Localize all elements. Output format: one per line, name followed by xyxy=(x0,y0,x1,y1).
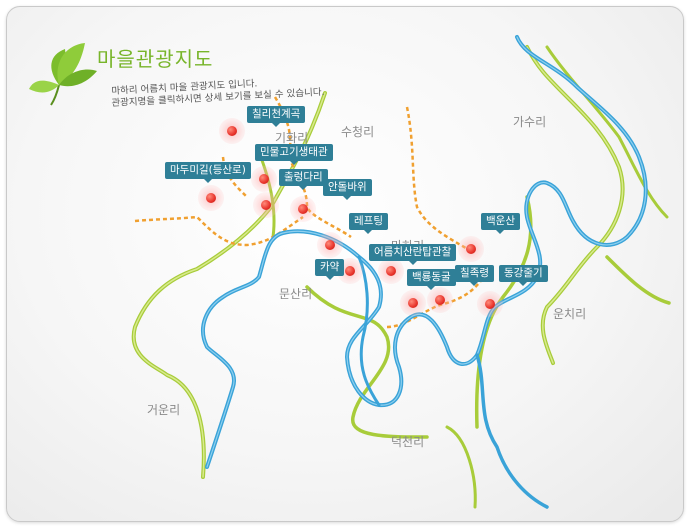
river-tributary xyxy=(475,353,549,509)
region-sucheong: 수청리 xyxy=(341,125,375,139)
region-munsan: 문산리 xyxy=(279,287,313,301)
trail-west xyxy=(134,215,304,247)
label-madumi-trail[interactable]: 마두미길(등산로) xyxy=(165,162,251,183)
region-gasu: 가수리 xyxy=(513,115,547,129)
river-main-glow xyxy=(202,36,647,468)
river xyxy=(201,35,648,509)
pin-chilli-valley[interactable] xyxy=(219,118,245,144)
leaf-icon xyxy=(29,43,97,106)
trail-mahari xyxy=(405,106,472,253)
road-east-right xyxy=(605,255,671,305)
label-baekryong-cave[interactable]: 백룡동굴 xyxy=(407,269,456,290)
label-fish-museum[interactable]: 민물고기생태관 xyxy=(255,144,333,165)
pin-suspension-bridge[interactable] xyxy=(253,192,279,218)
label-spawning-tower[interactable]: 어름치산란탑관찰 xyxy=(369,244,457,265)
region-geoun: 거운리 xyxy=(147,403,181,417)
label-suspension-bridge[interactable]: 출렁다리 xyxy=(279,169,328,190)
label-chiljok-ridge[interactable]: 칠족령 xyxy=(455,265,494,286)
pin-madumi-trail[interactable] xyxy=(198,185,224,211)
pin-spawning-tower[interactable] xyxy=(378,258,404,284)
label-kayak[interactable]: 카약 xyxy=(315,259,345,280)
map-frame: 마을관광지도 마하리 어름치 마을 관광지도 입니다. 관광지명을 클릭하시면 … xyxy=(6,6,684,522)
pin-donggang-stream[interactable] xyxy=(477,291,503,317)
road-north-east xyxy=(545,45,669,219)
trail-north xyxy=(221,156,248,198)
label-donggang-stream[interactable]: 동강줄기 xyxy=(499,265,548,286)
pin-baekryong-cave[interactable] xyxy=(400,290,426,316)
road-west-inner xyxy=(132,92,326,478)
pin-chiljok-ridge[interactable] xyxy=(427,287,453,313)
pin-baegun-mountain[interactable] xyxy=(458,236,484,262)
region-unchi: 운치리 xyxy=(553,307,587,321)
label-andol-rock[interactable]: 안돌바위 xyxy=(323,179,372,200)
river-inner-loop xyxy=(357,255,381,407)
pin-rafting[interactable] xyxy=(317,232,343,258)
pin-fish-museum[interactable] xyxy=(251,166,277,192)
road-center-north xyxy=(305,285,429,439)
region-gihwa: 기화리 xyxy=(275,131,309,145)
region-deokcheon: 덕천리 xyxy=(391,435,425,449)
map-canvas xyxy=(29,35,671,509)
road-south xyxy=(445,425,477,509)
pin-andol-rock[interactable] xyxy=(290,196,316,222)
page-title: 마을관광지도 xyxy=(97,47,214,71)
label-baegun-mountain[interactable]: 백운산 xyxy=(481,213,520,234)
label-rafting[interactable]: 레프팅 xyxy=(349,213,388,234)
label-chilli-valley[interactable]: 칠리천계곡 xyxy=(247,106,306,127)
road-east-upper-inner xyxy=(526,46,624,364)
